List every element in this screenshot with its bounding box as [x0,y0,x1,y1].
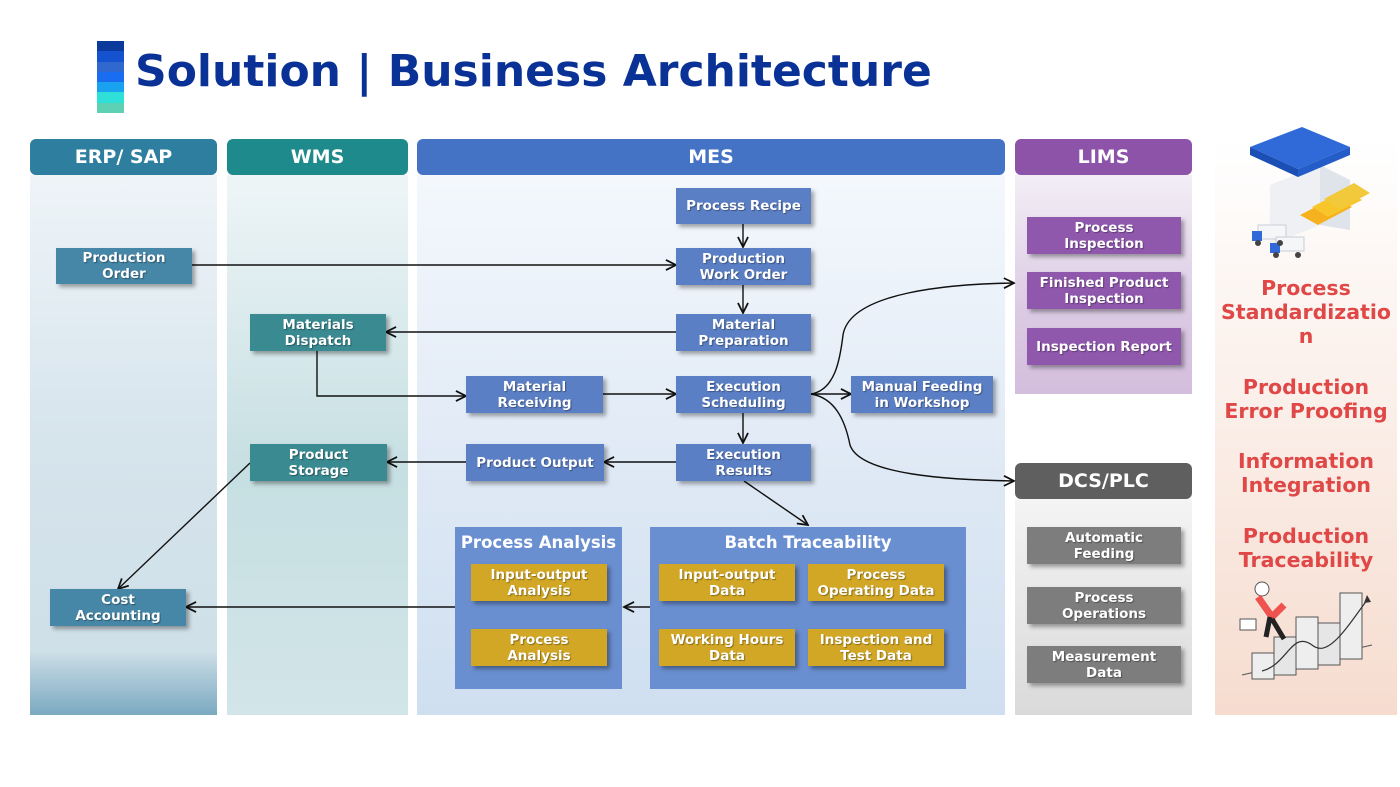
box-label: Storage [288,462,349,479]
box-label: Execution [706,446,781,463]
benefit-line: Information [1237,449,1375,473]
box-label: Input-output [490,566,588,583]
page-title: Solution | Business Architecture [135,46,932,97]
box-label: Production [701,250,786,267]
box-label: Material [711,316,776,333]
benefit-line: Integration [1240,473,1372,497]
box-label: Execution [706,378,781,395]
box-label: in Workshop [874,394,970,411]
growth-chart-icon [1239,581,1373,680]
box-label: Operations [1061,605,1147,622]
box-label: Feeding [1073,545,1135,562]
inspection-report-box[interactable]: Inspection Report [1027,328,1181,365]
benefit-line: Error Proofing [1224,399,1388,423]
box-label: Product [288,446,349,463]
arrow-storage-to-cost [118,462,251,589]
arrow-results-to-batch [743,480,808,525]
box-label: Inspection Report [1036,338,1172,355]
box-label: Work Order [699,266,788,283]
box-label: Receiving [497,394,572,411]
box-label: Process [509,631,569,648]
box-label: Inspection [1064,290,1144,307]
box-label: Automatic [1064,529,1144,546]
box-label: Accounting [75,607,161,624]
box-label: Cost [101,591,135,608]
benefit-line: n [1298,324,1314,348]
box-label: Production [82,250,166,266]
box-label: Material [502,378,567,395]
column-header-erp: ERP/ SAP [30,139,217,175]
benefit-process-standardization: Process Standardizatio n [1215,276,1397,348]
benefit-line: Standardizatio [1221,300,1391,324]
arrow-dispatch-to-receiving [316,351,466,396]
arrow-scheduling-to-dcs [810,393,1014,481]
box-label: Test Data [840,647,912,664]
column-header-mes: MES [417,139,1005,175]
box-label: Measurement [1051,648,1157,665]
column-header-lims: LIMS [1015,139,1192,175]
benefit-production-traceability: Production Traceability [1215,524,1397,572]
title-color-bar [97,41,124,114]
box-label: Data [709,582,745,599]
box-label: Inspection [1064,235,1144,252]
box-label: Preparation [698,332,789,349]
benefit-information-integration: Information Integration [1215,449,1397,497]
box-label: Input-output [678,566,776,583]
box-label: Manual Feeding [861,378,983,395]
benefit-line: Production [1242,524,1370,548]
box-label: Process [1074,219,1134,236]
box-label: Data [709,647,745,664]
process-analysis-title: Process Analysis [460,533,617,552]
column-header-dcs: DCS/PLC [1015,463,1192,499]
box-label: Working Hours [670,631,784,648]
box-label: Process [1074,589,1134,606]
box-label: Order [102,266,146,282]
benefit-line: Traceability [1238,548,1374,572]
box-label: Dispatch [284,332,352,349]
box-label: Scheduling [701,394,786,411]
benefit-line: Production [1242,375,1370,399]
box-label: Finished Product [1039,274,1169,291]
box-label: Operating Data [817,582,935,599]
box-label: Inspection and [819,631,933,648]
benefit-production-error-proofing: Production Error Proofing [1215,375,1397,423]
benefit-line: Process [1261,276,1351,300]
box-label: Product Output [476,454,594,471]
column-header-wms: WMS [227,139,408,175]
process-recipe-box[interactable]: Process Recipe [676,188,811,224]
box-label: Materials [282,316,354,333]
box-label: Process Recipe [686,198,801,214]
arrow-scheduling-to-lims [810,283,1014,395]
batch-traceability-title: Batch Traceability [724,533,892,552]
product-output-box[interactable]: Product Output [466,444,604,481]
box-label: Analysis [507,647,571,664]
box-label: Results [715,462,772,479]
box-label: Analysis [507,582,571,599]
box-label: Data [1086,664,1122,681]
box-label: Process [846,566,906,583]
warehouse-icon [1250,127,1370,258]
